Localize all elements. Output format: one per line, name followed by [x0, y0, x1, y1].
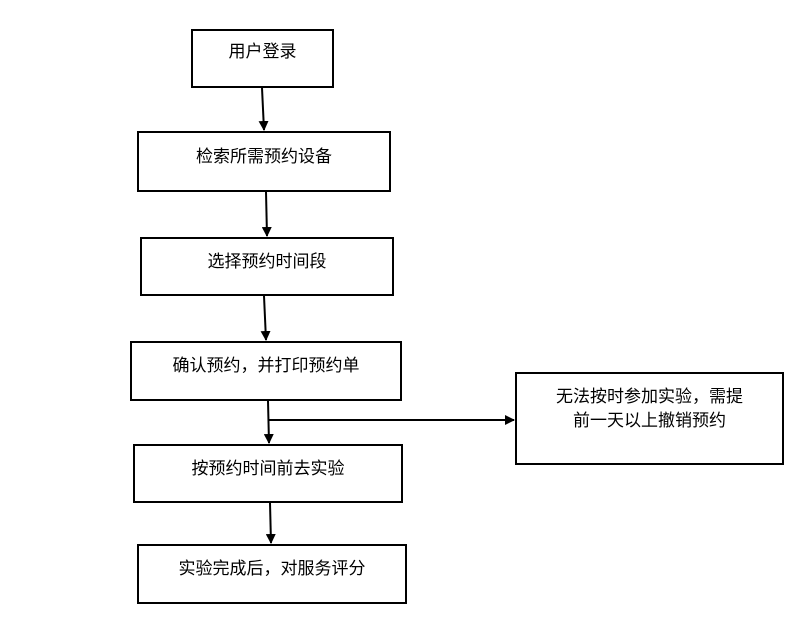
- step-label: 确认预约，并打印预约单: [172, 356, 360, 376]
- arrow-login-to-search: [258, 87, 269, 131]
- side-note-cancel-reservation: 无法按时参加实验，需提 前一天以上撤销预约: [515, 372, 784, 465]
- step-label: 选择预约时间段: [207, 252, 327, 272]
- side-note-line-2: 前一天以上撤销预约: [573, 411, 726, 431]
- step-go-to-experiment: 按预约时间前去实验: [133, 444, 403, 503]
- step-user-login: 用户登录: [191, 29, 334, 88]
- arrow-confirm-to-go: [263, 400, 274, 444]
- step-confirm-and-print: 确认预约，并打印预约单: [130, 341, 402, 401]
- step-label: 按预约时间前去实验: [191, 459, 345, 479]
- step-search-equipment: 检索所需预约设备: [137, 131, 391, 192]
- step-label: 检索所需预约设备: [196, 147, 332, 167]
- arrow-go-to-rate: [265, 502, 276, 544]
- arrow-select-to-confirm: [260, 295, 271, 341]
- step-select-time-slot: 选择预约时间段: [140, 237, 394, 296]
- step-rate-service: 实验完成后，对服务评分: [137, 544, 407, 604]
- step-label: 实验完成后，对服务评分: [178, 559, 366, 579]
- step-label: 用户登录: [228, 42, 297, 62]
- arrow-search-to-select: [261, 191, 272, 237]
- side-note-line-1: 无法按时参加实验，需提: [556, 387, 743, 407]
